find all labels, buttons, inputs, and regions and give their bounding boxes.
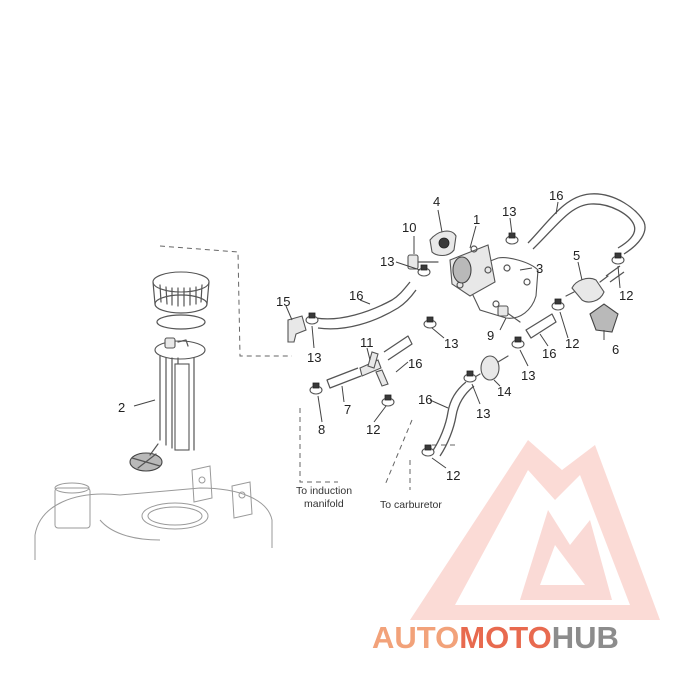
t-joint-11 xyxy=(359,351,389,387)
clamp-13-b xyxy=(417,264,431,277)
callout-13-d: 13 xyxy=(444,336,458,351)
callout-11: 11 xyxy=(360,335,374,350)
hose-16-upper xyxy=(527,193,646,255)
callout-numbers: 1 2 3 4 5 6 7 8 9 10 11 12 12 12 12 13 1… xyxy=(118,188,633,483)
callout-13-e: 13 xyxy=(521,368,535,383)
callout-3: 3 xyxy=(536,261,543,276)
wordmark-part1: AUTO xyxy=(372,620,459,655)
hose-16-short xyxy=(525,313,557,339)
automotohub-wordmark: AUTOMOTOHUB xyxy=(372,620,619,655)
callout-4: 4 xyxy=(433,194,440,209)
callout-13-b: 13 xyxy=(380,254,394,269)
callout-5: 5 xyxy=(573,248,580,263)
callout-15: 15 xyxy=(276,294,290,309)
clamp-12-d xyxy=(421,444,435,457)
callout-16-e: 16 xyxy=(418,392,432,407)
wordmark-part3: HUB xyxy=(552,620,619,655)
routing-notes: To induction manifold To carburetor xyxy=(296,485,442,511)
callout-9: 9 xyxy=(487,328,494,343)
note-carburetor: To carburetor xyxy=(380,499,442,511)
clamp-13-f xyxy=(463,370,477,383)
clamp-12-c xyxy=(381,394,395,407)
leader-lines xyxy=(133,201,621,469)
hose-16-left xyxy=(315,281,417,330)
callout-1: 1 xyxy=(473,212,480,227)
callout-16-d: 16 xyxy=(542,346,556,361)
callout-16-b: 16 xyxy=(349,288,363,303)
clamp-13-a xyxy=(505,232,519,245)
clamp-13-c xyxy=(305,312,319,325)
clamp-13-d xyxy=(423,316,437,329)
clamp-12-b xyxy=(551,298,565,311)
wordmark-text: AUTOMOTOHUB xyxy=(372,620,619,655)
callout-10: 10 xyxy=(402,220,416,235)
callout-12-c: 12 xyxy=(366,422,380,437)
callout-16-a: 16 xyxy=(549,188,563,203)
fuel-tank xyxy=(34,465,273,560)
hose-clamps xyxy=(305,232,625,457)
callout-12-b: 12 xyxy=(565,336,579,351)
callout-12-a: 12 xyxy=(619,288,633,303)
clamp-12-a xyxy=(611,252,625,265)
callout-7: 7 xyxy=(344,402,351,417)
clamp-13-e xyxy=(511,336,525,349)
callout-8: 8 xyxy=(318,422,325,437)
hose-16-lower xyxy=(431,381,475,457)
note-induction-line2: manifold xyxy=(304,498,344,510)
callout-13-a: 13 xyxy=(502,204,516,219)
callout-6: 6 xyxy=(612,342,619,357)
note-induction-line1: To induction xyxy=(296,485,352,497)
dashed-guides xyxy=(159,245,455,490)
callout-2: 2 xyxy=(118,400,125,415)
callout-14: 14 xyxy=(497,384,511,399)
hose-16-mid xyxy=(383,335,413,361)
wordmark-part2: MOTO xyxy=(459,620,551,655)
callout-16-c: 16 xyxy=(408,356,422,371)
filter-6 xyxy=(589,303,619,333)
callout-13-f: 13 xyxy=(476,406,490,421)
hose-7 xyxy=(326,367,362,389)
check-valve-5 xyxy=(565,265,625,303)
clamp-8 xyxy=(309,382,323,395)
callout-12-d: 12 xyxy=(446,468,460,483)
fuel-pump-unit xyxy=(129,271,210,472)
callout-13-c: 13 xyxy=(307,350,321,365)
fuel-pump-assembly xyxy=(407,230,539,319)
elbow-15 xyxy=(287,315,307,343)
bolt-9 xyxy=(497,305,521,323)
automotohub-logo xyxy=(410,440,660,620)
